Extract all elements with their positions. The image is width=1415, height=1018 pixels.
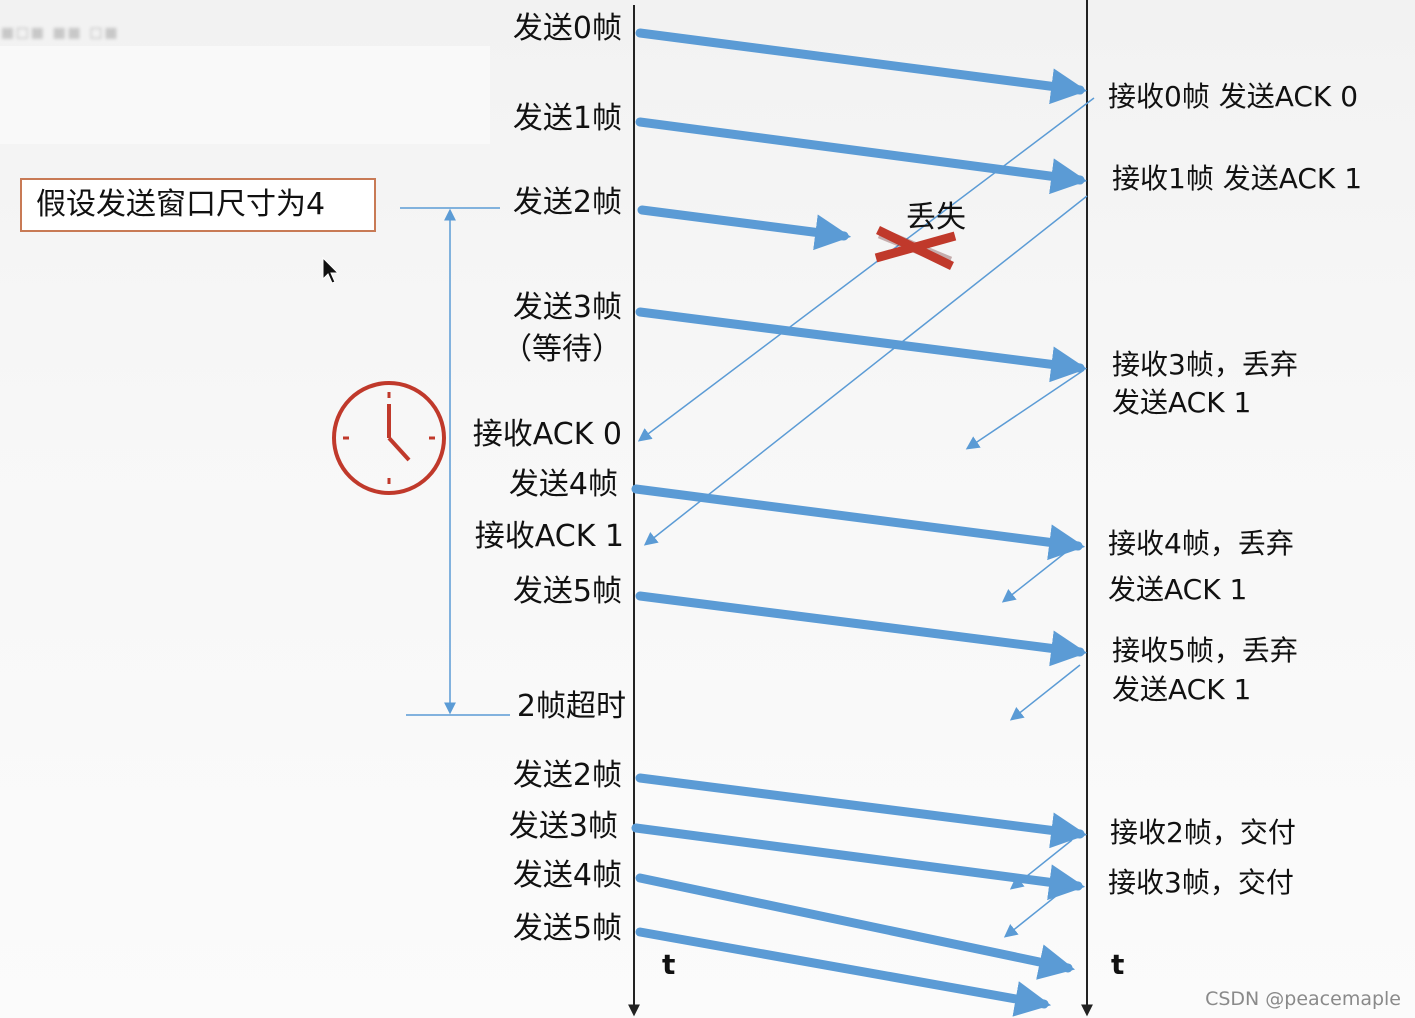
clock-icon — [332, 381, 446, 495]
frame-arrow-5-resend — [635, 927, 1052, 1017]
sender-label: 发送5帧 — [512, 574, 622, 609]
sender-label: 接收ACK 1 — [474, 519, 624, 554]
sender-label: 发送3帧 — [512, 290, 622, 325]
ack-arrow-0 — [637, 97, 1095, 442]
watermark: CSDN @peacemaple — [1205, 988, 1401, 1010]
frame-arrow-3 — [635, 307, 1088, 383]
ack-arrow-1-after-4 — [1001, 544, 1076, 603]
ack-arrow-after-3 — [1003, 887, 1067, 938]
sender-label: 发送4帧 — [512, 858, 622, 893]
receiver-label: 接收3帧，交付 — [1108, 866, 1294, 899]
sender-label: 发送3帧 — [508, 809, 618, 844]
frame-arrows — [631, 28, 1088, 1017]
frame-arrow-3-resend — [631, 823, 1086, 901]
frame-arrow-2-resend — [635, 773, 1088, 849]
cursor-icon — [322, 256, 340, 284]
sender-label: （等待） — [502, 332, 622, 367]
receiver-label: 接收4帧，丢弃 — [1108, 527, 1294, 560]
loss-label: 丢失 — [906, 200, 966, 235]
receiver-label: 接收5帧，丢弃 — [1112, 634, 1298, 667]
frame-arrow-4-resend — [635, 873, 1076, 980]
receiver-label: 接收2帧，交付 — [1110, 816, 1296, 849]
receiver-label: 接收3帧，丢弃 — [1112, 348, 1298, 381]
frame-arrow-4 — [631, 484, 1086, 561]
ack-arrow-after-2 — [1009, 839, 1073, 890]
sender-label: 2帧超时 — [516, 689, 626, 724]
receiver-label: 发送ACK 1 — [1112, 673, 1252, 706]
blurred-header: ▪▫▪ ▪▪ ▫▪ — [0, 20, 119, 45]
sender-label: 发送1帧 — [512, 101, 622, 136]
frame-arrow-0 — [635, 28, 1088, 105]
sender-label: 发送4帧 — [508, 467, 618, 502]
sender-label: 发送2帧 — [512, 185, 622, 220]
receiver-label: 接收1帧 发送ACK 1 — [1112, 162, 1363, 195]
frame-arrow-1 — [635, 117, 1088, 195]
ack-arrow-1-after-5 — [1009, 664, 1081, 721]
frame-arrow-5 — [635, 591, 1088, 667]
window-size-box: 假设发送窗口尺寸为4 — [20, 178, 376, 232]
ack-arrow-1 — [643, 195, 1088, 546]
sender-label: 发送2帧 — [512, 758, 622, 793]
sender-label: 发送5帧 — [512, 911, 622, 946]
sender-time-label: t — [662, 948, 676, 981]
ack-arrows — [637, 97, 1095, 938]
sender-label: 接收ACK 0 — [472, 417, 622, 452]
receiver-label: 发送ACK 1 — [1108, 573, 1248, 606]
ack-arrow-1-after-3 — [965, 369, 1085, 450]
loss-x-icon — [874, 225, 957, 271]
sender-label: 发送0帧 — [512, 11, 622, 46]
frame-arrow-2-lost — [637, 205, 852, 251]
blurred-band — [0, 46, 490, 144]
receiver-label: 发送ACK 1 — [1112, 386, 1252, 419]
timeout-bracket — [400, 207, 510, 716]
receiver-time-label: t — [1111, 948, 1125, 981]
receiver-label: 接收0帧 发送ACK 0 — [1108, 80, 1359, 113]
